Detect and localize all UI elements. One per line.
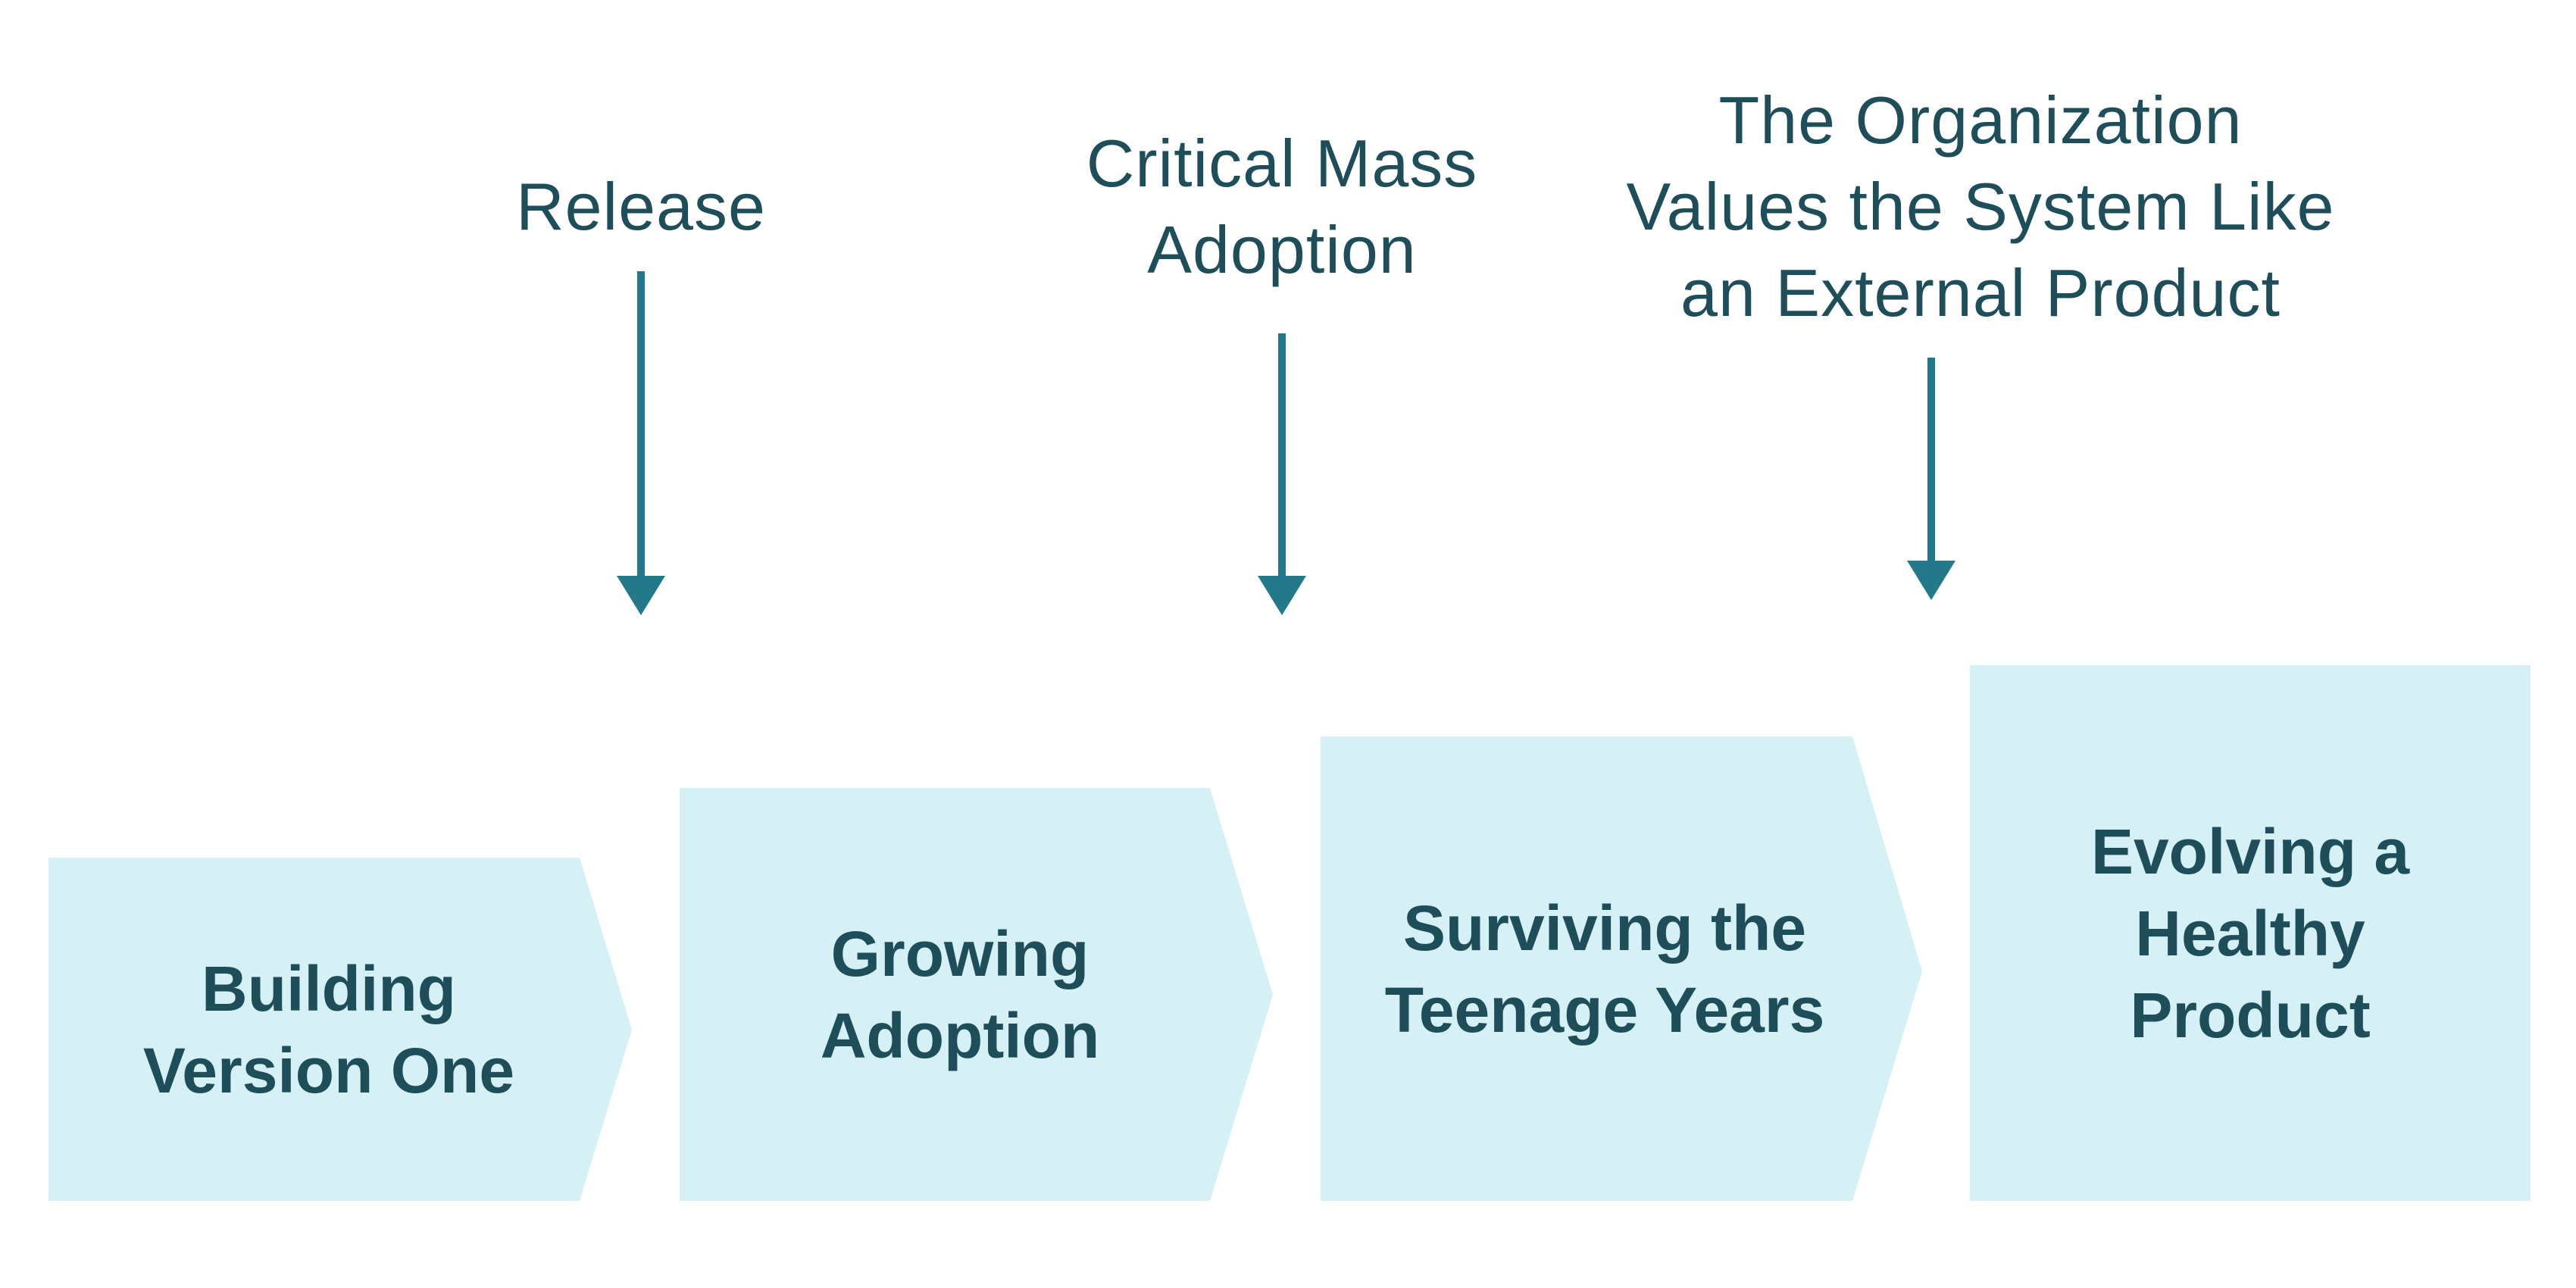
- milestone-release-line-1: Release: [516, 169, 766, 244]
- stage-surviving-teenage-years: Surviving the Teenage Years: [1321, 736, 1889, 1201]
- stage-surviving-line-2: Teenage Years: [1384, 974, 1825, 1046]
- stage-evolving-healthy-product: Evolving a Healthy Product: [1970, 665, 2531, 1201]
- stage-shape-building-version-one: [48, 858, 632, 1201]
- milestone-organization-line-2: Values the System Like: [1626, 169, 2335, 244]
- stage-building-line-2: Version One: [142, 1034, 515, 1106]
- milestone-organization-line-1: The Organization: [1718, 83, 2243, 158]
- stage-shape-growing-adoption: [680, 788, 1273, 1201]
- stage-surviving-line-1: Surviving the: [1402, 892, 1807, 964]
- milestone-organization-line-3: an External Product: [1680, 255, 2281, 330]
- milestone-release: Release: [414, 164, 868, 250]
- stage-evolving-line-3: Product: [2130, 979, 2371, 1051]
- stage-evolving-line-2: Healthy: [2135, 897, 2365, 969]
- stage-shape-surviving-teenage-years: [1321, 736, 1922, 1201]
- arrow-organization-values: [1907, 358, 1955, 600]
- milestone-critical-mass-line-1: Critical Mass: [1086, 126, 1478, 201]
- stage-growing-adoption: Growing Adoption: [680, 788, 1240, 1201]
- stage-evolving-line-1: Evolving a: [2090, 815, 2410, 887]
- stage-growing-line-1: Growing: [830, 918, 1089, 989]
- milestone-organization-values: The Organization Values the System Like …: [1526, 77, 2435, 336]
- stage-shape-evolving-healthy-product: [1970, 665, 2531, 1201]
- stage-building-version-one: Building Version One: [48, 858, 609, 1201]
- milestone-critical-mass-adoption: Critical Mass Adoption: [1017, 120, 1547, 293]
- arrow-critical-mass: [1258, 333, 1306, 615]
- stage-growing-line-2: Adoption: [820, 999, 1100, 1071]
- milestone-critical-mass-line-2: Adoption: [1147, 212, 1417, 287]
- stage-building-line-1: Building: [202, 952, 456, 1024]
- arrow-release: [617, 271, 665, 615]
